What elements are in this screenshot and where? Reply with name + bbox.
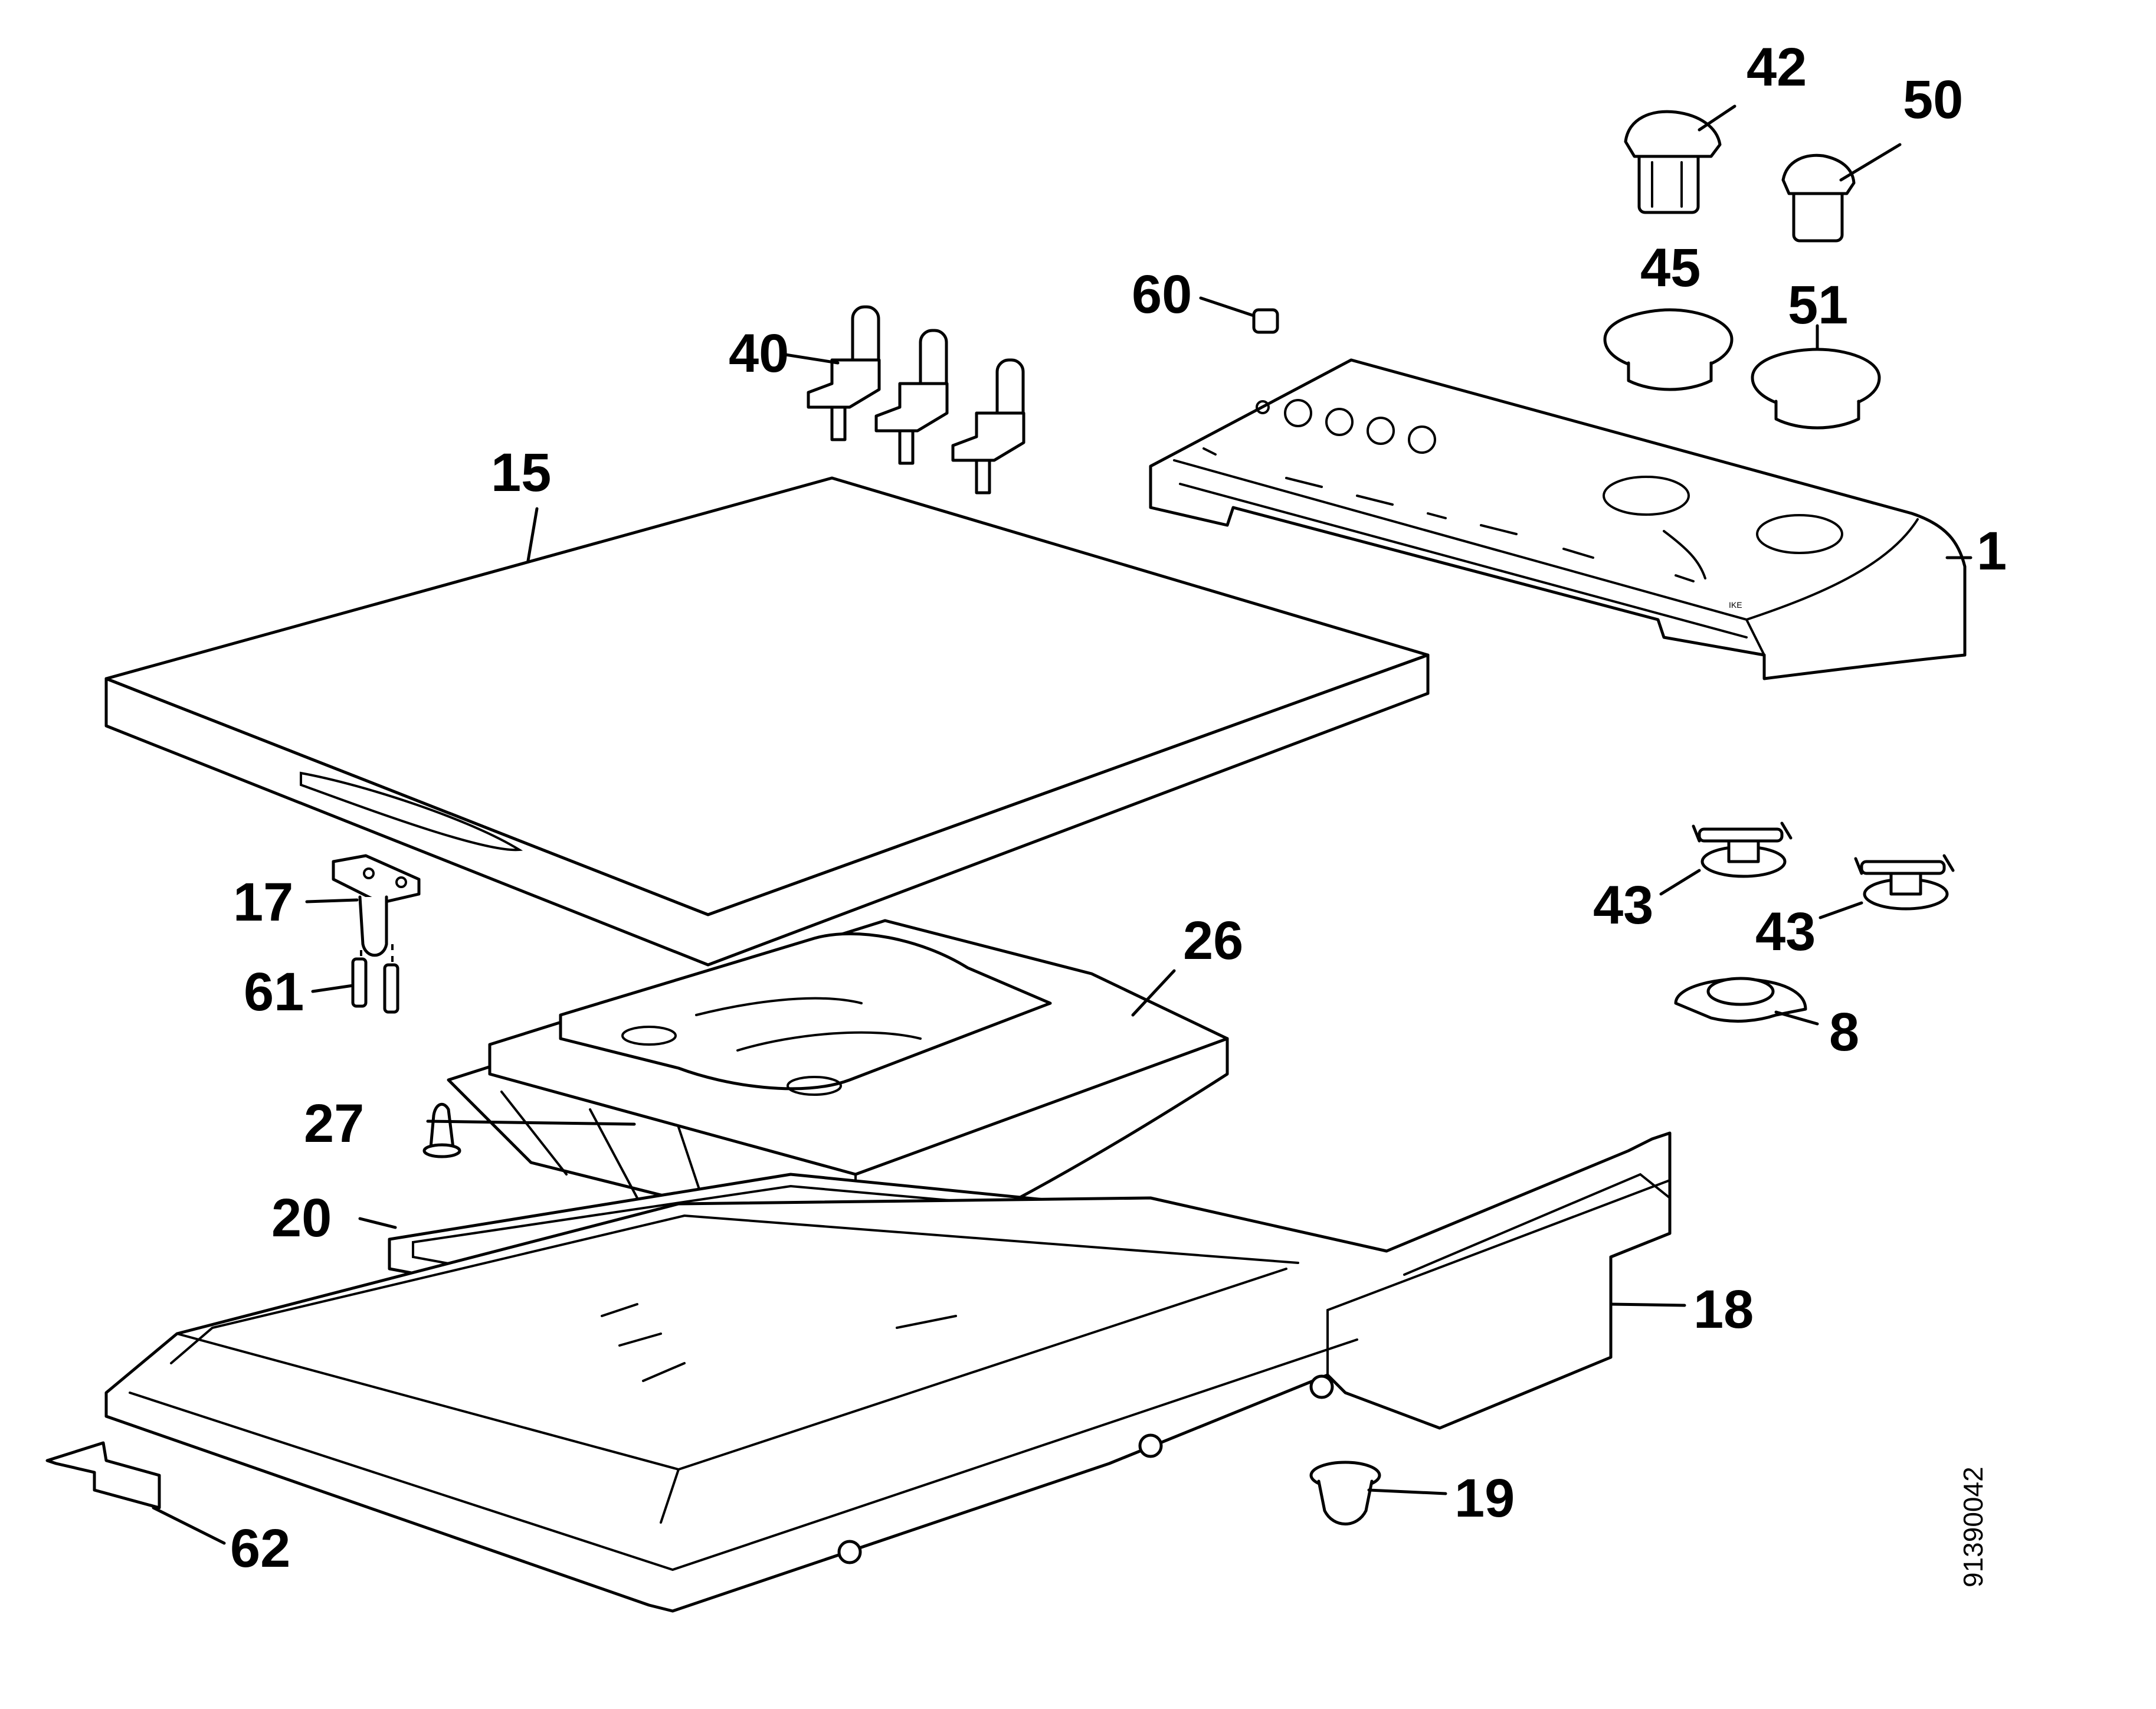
part-15-top-lid <box>104 476 1430 967</box>
callout-1: 1 <box>1977 521 2007 581</box>
part-26-dispenser <box>447 919 1229 1271</box>
callout-19: 19 <box>1454 1468 1515 1528</box>
callout-40: 40 <box>729 323 789 384</box>
part-45-cap <box>1603 308 1734 391</box>
callout-17: 17 <box>233 872 293 932</box>
part-19-plug <box>1309 1461 1381 1525</box>
part-42-knob <box>1624 110 1722 214</box>
callout-26: 26 <box>1183 911 1243 971</box>
callout-60: 60 <box>1132 264 1192 325</box>
svg-text:IKE: IKE <box>1729 600 1742 610</box>
leader-lines <box>152 104 1972 1545</box>
part-43-nozzle-b <box>1854 854 1955 911</box>
callout-45: 45 <box>1640 238 1700 298</box>
part-62-bracket <box>45 1441 161 1510</box>
part-50-knob <box>1781 153 1856 243</box>
part-8-washer <box>1674 977 1807 1023</box>
part-60-plug <box>1252 308 1279 334</box>
part-callouts: 1 8 15 17 18 19 20 26 27 40 42 43 43 45 … <box>230 37 2007 1579</box>
callout-42: 42 <box>1747 37 1807 97</box>
part-40-push-buttons <box>807 305 1025 495</box>
part-43-nozzle-a <box>1692 821 1793 878</box>
callout-50: 50 <box>1903 70 1963 130</box>
callout-15: 15 <box>491 443 551 503</box>
callout-43-a: 43 <box>1593 875 1653 935</box>
drawing-code: 91390042 <box>1958 1466 1988 1587</box>
part-17-hinge <box>332 854 421 957</box>
part-18-base <box>104 1131 1672 1613</box>
callout-61: 61 <box>244 962 304 1022</box>
callout-18: 18 <box>1693 1279 1754 1340</box>
part-51-cap <box>1751 348 1881 430</box>
callout-43-b: 43 <box>1755 902 1816 962</box>
part-1-control-panel: IKE <box>1149 358 1967 680</box>
callout-62: 62 <box>230 1518 290 1579</box>
callout-8: 8 <box>1829 1002 1859 1062</box>
part-27-clip <box>422 1102 461 1158</box>
part-61-screws <box>351 944 399 1014</box>
callout-20: 20 <box>271 1188 332 1248</box>
callout-27: 27 <box>304 1094 364 1154</box>
callout-51: 51 <box>1788 275 1848 335</box>
